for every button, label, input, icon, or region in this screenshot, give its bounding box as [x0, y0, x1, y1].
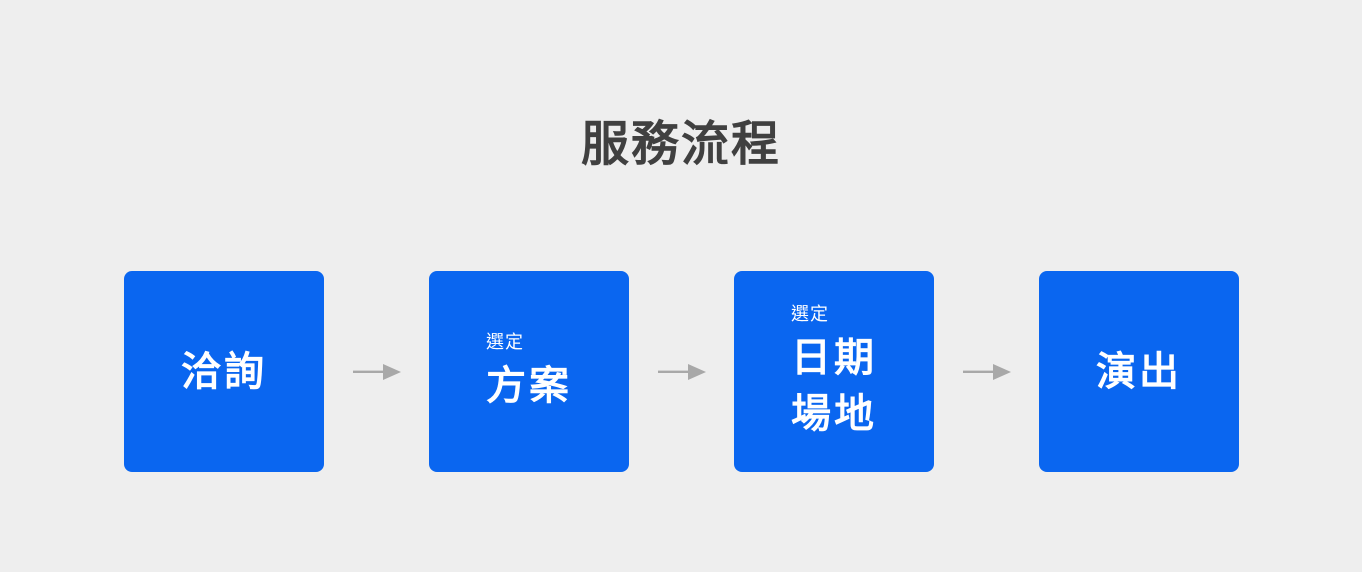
flow-step-2[interactable]: 選定 方案 [429, 271, 629, 472]
flow-step-3-content: 選定 日期 場地 [791, 302, 877, 442]
flow-step-3-line-2: 場地 [791, 391, 877, 436]
flow-step-4-line-1: 演出 [1096, 349, 1182, 394]
flow-step-2-line-1: 方案 [486, 363, 572, 408]
flow-connector-2 [629, 271, 734, 472]
flow-step-2-content: 選定 方案 [486, 330, 572, 414]
arrow-right-icon [962, 362, 1011, 382]
flow-connector-3 [934, 271, 1039, 472]
service-flow-diagram: 洽詢 選定 方案 [124, 271, 1239, 472]
flow-step-1-main-label: 洽詢 [181, 344, 267, 400]
page-title: 服務流程 [580, 118, 781, 171]
flow-step-4[interactable]: 演出 [1039, 271, 1239, 472]
flow-step-3-line-1: 日期 [791, 335, 877, 380]
flow-step-4-content: 演出 [1096, 344, 1182, 400]
flow-step-3[interactable]: 選定 日期 場地 [734, 271, 934, 472]
flow-step-3-main-label: 日期 場地 [791, 330, 877, 442]
flow-step-2-main-label: 方案 [486, 358, 572, 414]
flow-connector-1 [324, 271, 429, 472]
flow-step-1-line-1: 洽詢 [181, 349, 267, 394]
flow-step-1[interactable]: 洽詢 [124, 271, 324, 472]
flow-step-2-sub-label: 選定 [486, 331, 524, 352]
arrow-right-icon [352, 362, 401, 382]
arrow-right-icon [657, 362, 706, 382]
flow-step-3-sub-label: 選定 [791, 303, 829, 324]
flow-step-1-content: 洽詢 [181, 344, 267, 400]
flow-step-4-main-label: 演出 [1096, 344, 1182, 400]
